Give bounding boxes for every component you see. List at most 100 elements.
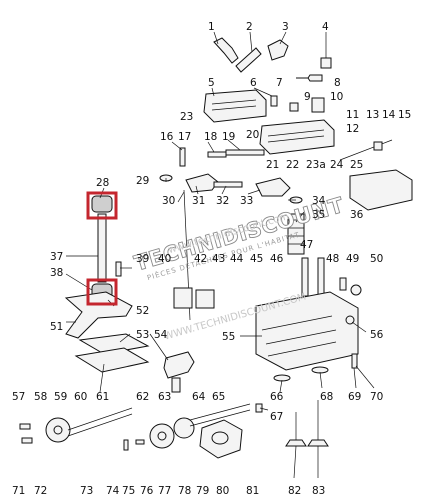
part-80-bore: [211, 431, 229, 445]
callout-28: 28: [96, 177, 109, 189]
callout-79: 79: [196, 485, 209, 497]
callout-6: 6: [250, 77, 257, 89]
part-2-pipe: [235, 47, 262, 73]
callout-80: 80: [216, 485, 229, 497]
part-9-part: [289, 102, 299, 112]
callout-11: 11: [346, 109, 359, 121]
part-36-air-box: [349, 169, 413, 211]
callout-59: 59: [54, 391, 67, 403]
callout-42: 42: [194, 253, 207, 265]
callout-78: 78: [178, 485, 191, 497]
part-82-valve: [285, 412, 307, 447]
callout-64: 64: [192, 391, 206, 403]
part-71-screw: [21, 437, 33, 444]
callout-65: 65: [212, 391, 225, 403]
callout-17: 17: [178, 131, 191, 143]
part-5-valve-cover: [203, 89, 267, 123]
callout-69: 69: [348, 391, 361, 403]
callout-31: 31: [192, 195, 205, 207]
part-47-rod: [301, 257, 309, 297]
callout-21: 21: [266, 159, 279, 171]
part-78-gear: [173, 417, 195, 439]
part-54-shaft: [171, 377, 181, 393]
callout-5: 5: [208, 77, 215, 89]
callout-45: 45: [250, 253, 263, 265]
part-83-valve: [307, 400, 329, 447]
callout-68: 68: [320, 391, 333, 403]
callout-75: 75: [122, 485, 135, 497]
part-60-shaft: [67, 407, 133, 431]
callout-77: 77: [158, 485, 171, 497]
callout-2: 2: [246, 21, 253, 33]
part-8-wire: [296, 74, 323, 82]
part-76-key: [135, 439, 145, 445]
part-48-rod: [317, 257, 325, 297]
part-35-coils: [288, 219, 304, 245]
parts-drawing: [19, 37, 413, 459]
callout-23a: 23a: [306, 159, 326, 171]
part-6-bolt: [270, 95, 278, 107]
part-54-gear-shaft: [163, 351, 195, 379]
callout-36: 36: [350, 209, 364, 221]
callout-35: 35: [312, 209, 325, 221]
callout-23: 23: [180, 111, 193, 123]
part-3-fitting: [267, 39, 289, 61]
callout-38: 38: [50, 267, 63, 279]
callout-18: 18: [204, 131, 217, 143]
part-16-stud: [179, 147, 186, 167]
part-18-bolt: [207, 151, 227, 158]
part-42-block: [173, 287, 193, 309]
callout-53: 53: [136, 329, 149, 341]
part-19-rod: [225, 149, 265, 156]
part-64-camshaft-edge: [189, 409, 251, 427]
callout-labels: 1 2 3 4 5 6 7 8 9 10 11 12 13 14 15 16 1…: [12, 21, 411, 497]
callout-82: 82: [288, 485, 301, 497]
callout-33: 33: [240, 195, 253, 207]
part-55-detail: [261, 315, 337, 357]
callout-73: 73: [80, 485, 93, 497]
callout-8: 8: [334, 77, 341, 89]
callout-7: 7: [276, 77, 283, 89]
callout-20: 20: [246, 129, 259, 141]
callout-34: 34: [312, 195, 326, 207]
callout-3: 3: [282, 21, 289, 33]
callout-16: 16: [160, 131, 174, 143]
callout-47: 47: [300, 239, 313, 251]
callout-30: 30: [162, 195, 175, 207]
part-59-hub: [53, 425, 63, 435]
callout-57: 57: [12, 391, 25, 403]
callout-63: 63: [158, 391, 171, 403]
part-67-washer: [255, 403, 263, 413]
part-10-clip: [311, 97, 325, 113]
callout-52: 52: [136, 305, 149, 317]
callout-67: 67: [270, 411, 283, 423]
callout-46: 46: [270, 253, 284, 265]
callout-14: 14: [382, 109, 396, 121]
part-75-pin: [123, 439, 129, 451]
callout-55: 55: [222, 331, 235, 343]
part-37-tube: [97, 213, 107, 283]
part-20-ribs: [267, 129, 325, 143]
callout-9: 9: [304, 91, 311, 103]
callout-10: 10: [330, 91, 343, 103]
part-32-pin: [213, 181, 243, 188]
callout-15: 15: [398, 109, 411, 121]
callout-71: 71: [12, 485, 25, 497]
part-33-rocker-arm: [255, 177, 291, 197]
callout-12: 12: [346, 123, 359, 135]
callout-76: 76: [140, 485, 154, 497]
callout-58: 58: [34, 391, 47, 403]
part-52-bracket: [64, 291, 133, 339]
callout-40: 40: [158, 253, 171, 265]
callout-83: 83: [312, 485, 325, 497]
callout-37: 37: [50, 251, 63, 263]
part-64-camshaft: [189, 403, 251, 421]
callout-1: 1: [208, 21, 215, 33]
highlight-box-38: [86, 278, 118, 306]
callout-56: 56: [370, 329, 384, 341]
part-55-cylinder-head: [255, 291, 359, 371]
callout-32: 32: [216, 195, 229, 207]
part-14-nut: [373, 141, 383, 151]
callout-19: 19: [222, 131, 235, 143]
part-12-shaft: [339, 139, 393, 161]
